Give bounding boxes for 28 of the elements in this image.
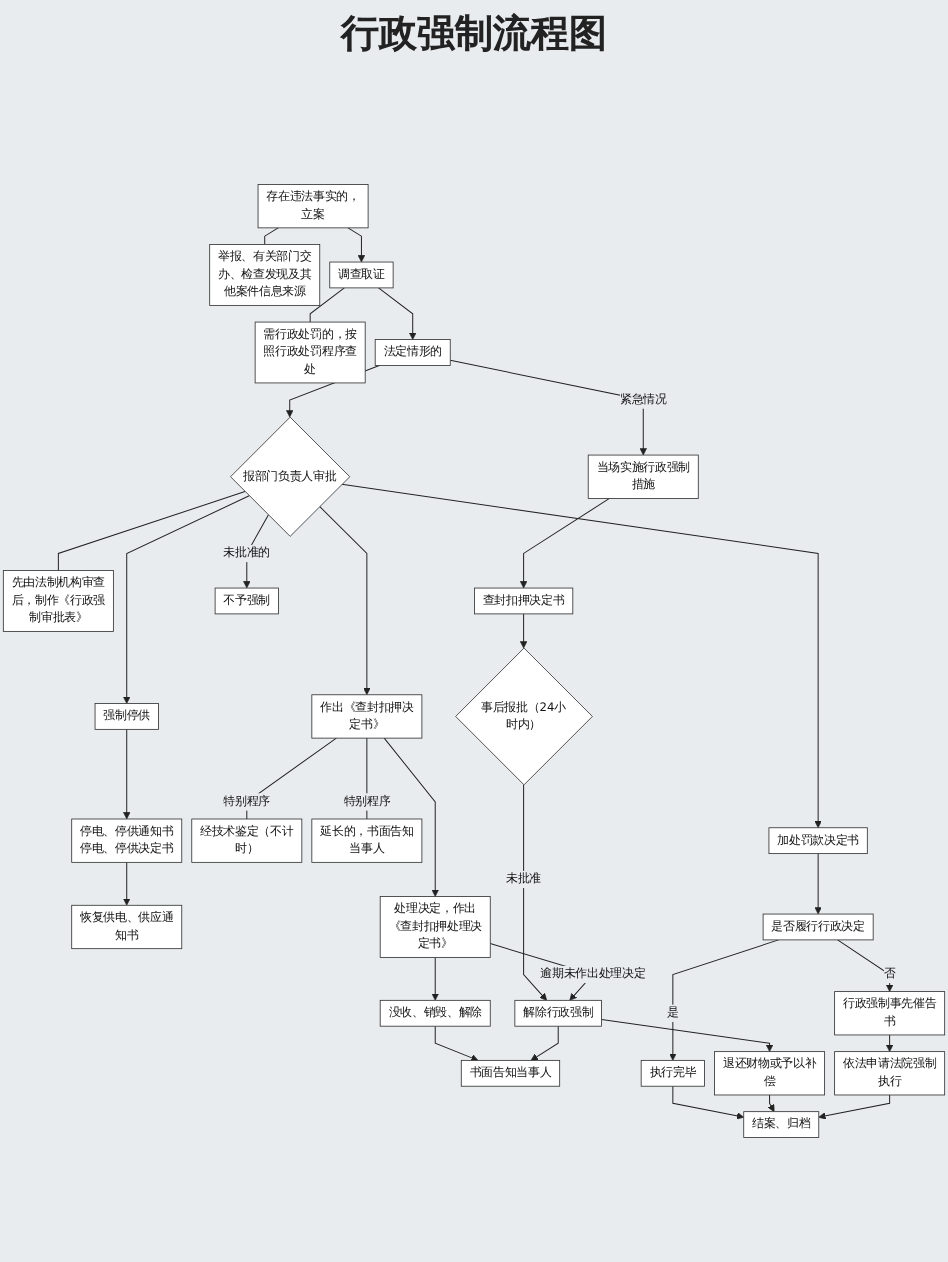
arrow (341, 483, 822, 829)
arrow (243, 514, 269, 589)
arrow (672, 1085, 745, 1120)
arrow (449, 359, 647, 456)
arrow (818, 1094, 891, 1120)
connector (57, 491, 246, 572)
arrow (383, 737, 439, 897)
arrow (431, 956, 439, 1001)
connector (264, 227, 279, 246)
arrow (378, 287, 417, 340)
arrow (123, 861, 131, 906)
arrow (530, 1025, 559, 1061)
connector (246, 737, 337, 820)
arrow (601, 1018, 774, 1052)
arrow (123, 495, 250, 704)
arrow (523, 784, 547, 1001)
title: 行政强制流程图 (341, 10, 607, 60)
arrow (814, 853, 822, 915)
arrow (519, 497, 610, 589)
arrow (347, 227, 366, 263)
arrow (519, 613, 528, 649)
arrow (885, 1034, 894, 1052)
arrow (767, 1094, 775, 1112)
arrow (669, 939, 780, 1061)
arrow (123, 728, 131, 820)
arrow (434, 1025, 479, 1062)
arrow (319, 505, 371, 696)
connector (309, 287, 345, 323)
